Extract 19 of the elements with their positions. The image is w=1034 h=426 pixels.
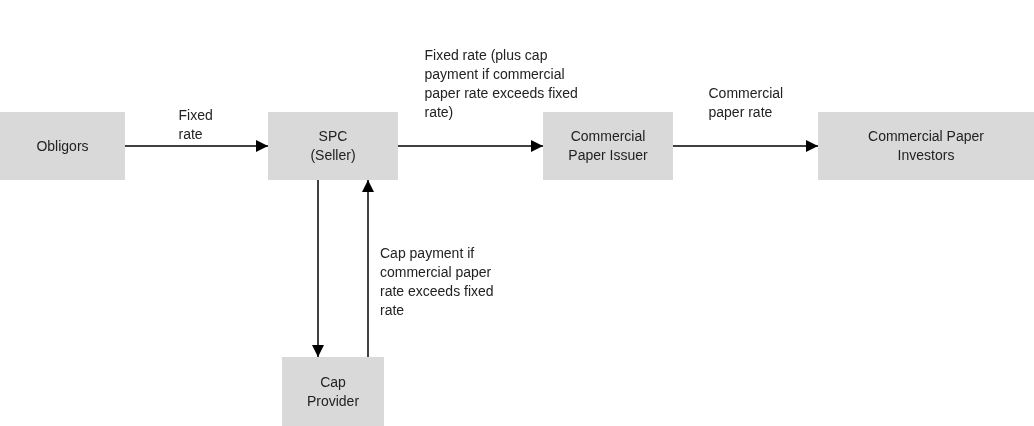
process-box [0, 112, 125, 180]
arrow [672, 140, 819, 152]
arrow [397, 140, 544, 152]
edge-label: Commercial paper rate [708, 84, 785, 122]
edge-label: Fixed rate [178, 106, 214, 144]
box-label: Commercial Paper Investors [867, 127, 985, 165]
process-box [818, 112, 1034, 180]
process-box [543, 112, 673, 180]
box-label: SPC (Seller) [309, 127, 357, 165]
edge-label: Fixed rate (plus cap payment if commercial paper rate exceeds fixed rate) [424, 46, 579, 122]
arrow [362, 179, 374, 358]
box-label: Commercial Paper Issuer [567, 127, 649, 165]
edge-label: Cap payment if commercial paper rate exceeds fixed rate [380, 243, 495, 320]
process-box [268, 112, 398, 180]
box-label: Cap Provider [305, 372, 361, 411]
arrow [312, 179, 324, 358]
box-label: Obligors [36, 136, 89, 156]
arrow [124, 140, 269, 152]
process-box [282, 357, 384, 426]
